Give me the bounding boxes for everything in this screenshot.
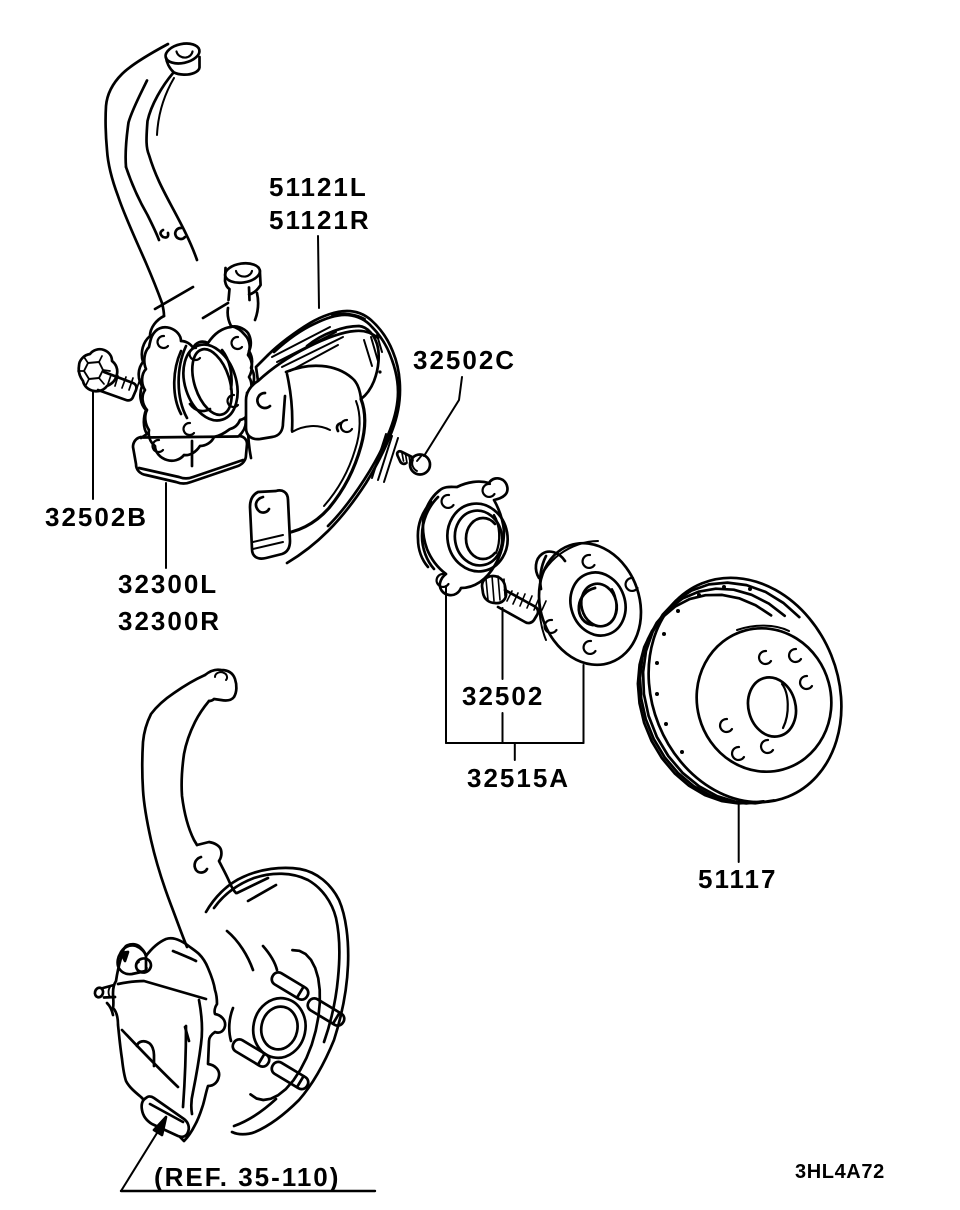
- svg-text:51121R: 51121R: [269, 205, 371, 235]
- svg-text:51117: 51117: [698, 864, 777, 894]
- svg-text:32502: 32502: [462, 681, 544, 711]
- svg-text:32515A: 32515A: [467, 763, 570, 793]
- svg-text:(REF. 35-110): (REF. 35-110): [154, 1162, 340, 1192]
- svg-text:32300L: 32300L: [118, 569, 218, 599]
- svg-text:32502B: 32502B: [45, 502, 148, 532]
- svg-text:32502C: 32502C: [413, 345, 516, 375]
- svg-text:51121L: 51121L: [269, 172, 368, 202]
- svg-text:32300R: 32300R: [118, 606, 221, 636]
- svg-text:3HL4A72: 3HL4A72: [795, 1161, 885, 1183]
